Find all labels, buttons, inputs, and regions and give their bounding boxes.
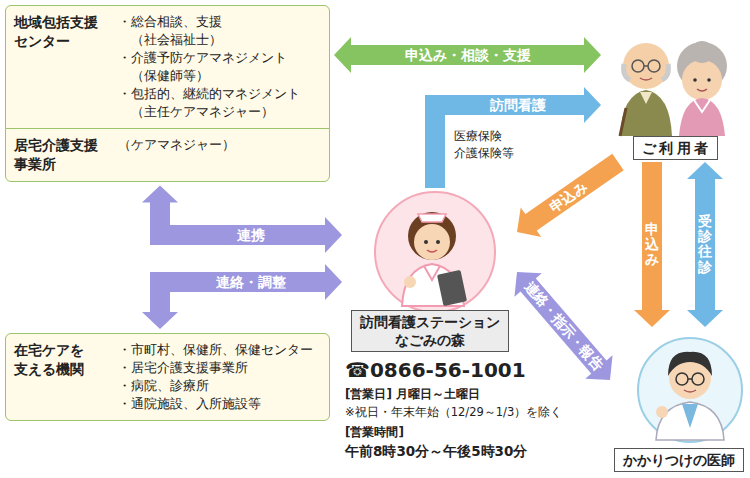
- list-item: ・病院、診療所: [118, 377, 323, 395]
- box-heading: 居宅介護支援事業所: [14, 136, 118, 174]
- arrow-head: [325, 217, 342, 253]
- arrow-head: [584, 87, 601, 123]
- flow-arrow: [687, 162, 723, 327]
- figure-label: かかりつけの医師: [614, 448, 744, 472]
- flow-arrow: [142, 264, 342, 329]
- edge-label: 連絡・調整: [216, 274, 286, 290]
- info-box: 居宅介護支援事業所（ケアマネジャー）: [5, 128, 330, 182]
- arrow-band: [642, 162, 662, 312]
- edge-label: 申込み・相談・支援: [405, 47, 531, 63]
- arrow-head: [325, 264, 342, 300]
- info-box: 地域包括支援センター・総合相談、支援（社会福祉士）・介護予防ケアマネジメント（保…: [5, 5, 330, 129]
- list-item: ・居宅介護支援事業所: [118, 359, 323, 377]
- item-list: （ケアマネジャー）: [118, 136, 323, 174]
- edge-label: 連携: [237, 227, 265, 243]
- list-item: ・介護予防ケアマネジメント（保健師等）: [118, 49, 323, 85]
- figure-node: ご利用者: [605, 12, 745, 160]
- flow-arrow: [514, 272, 612, 380]
- note-text: 午前8時30分～午後5時30分: [345, 443, 527, 461]
- figure-label: 訪問看護ステーションなごみの森: [351, 310, 509, 352]
- elderly-couple: [620, 41, 727, 136]
- figure-node: かかりつけの医師: [612, 330, 745, 472]
- arrow-band: [529, 162, 618, 223]
- arrow-band: [349, 45, 586, 65]
- arrow-head: [142, 186, 178, 203]
- box-heading: 地域包括支援センター: [14, 13, 118, 121]
- edge-label: 連絡・指示・報告: [521, 278, 606, 373]
- item-list: ・総合相談、支援（社会福祉士）・介護予防ケアマネジメント（保健師等）・包括的、継…: [118, 13, 323, 121]
- flow-arrow: [334, 37, 601, 73]
- flow-arrow: [142, 186, 342, 254]
- edge-label: 訪問看護: [490, 97, 546, 113]
- list-item: ・総合相談、支援（社会福祉士）: [118, 13, 323, 49]
- item-list: ・市町村、保健所、保健センター・居宅介護支援事業所・病院、診療所・通院施設、入所…: [118, 341, 323, 413]
- figure-label: ご利用者: [633, 136, 718, 160]
- box-heading: 在宅ケアを支える機関: [14, 341, 118, 413]
- arrow-head: [634, 310, 670, 327]
- arrow-head: [517, 208, 541, 238]
- arrow-head: [334, 37, 351, 73]
- note-text: 医療保険介護保険等: [454, 128, 514, 162]
- note-text: [営業日] 月曜日～土曜日: [345, 386, 480, 403]
- doctor-illustration: [638, 338, 742, 442]
- arrow-band: [435, 105, 586, 188]
- arrow-head: [687, 162, 723, 179]
- note-text: [営業時間]: [345, 424, 404, 441]
- flow-arrow: [517, 162, 618, 237]
- phone-number: ☎0866-56-1001: [345, 358, 526, 382]
- list-item: ・包括的、継続的マネジメント（主任ケアマネジャー）: [118, 85, 323, 121]
- edge-label: 申込み: [645, 221, 659, 267]
- arrow-band: [695, 177, 715, 312]
- arrow-head: [142, 312, 178, 329]
- arrow-head: [687, 310, 723, 327]
- list-item: ・市町村、保健所、保健センター: [118, 341, 323, 359]
- flow-arrow: [435, 87, 601, 188]
- edge-label: 受診・往診: [698, 214, 712, 276]
- arrow-head: [584, 37, 601, 73]
- list-item: ・通院施設、入所施設等: [118, 395, 323, 413]
- nurse-illustration: [375, 192, 495, 312]
- figure-node: 訪問看護ステーションなごみの森: [345, 188, 515, 352]
- list-item: （ケアマネジャー）: [118, 136, 323, 154]
- note-text: ※祝日・年末年始（12/29～1/3）を除く: [345, 405, 562, 420]
- info-box: 在宅ケアを支える機関・市町村、保健所、保健センター・居宅介護支援事業所・病院、診…: [5, 333, 330, 421]
- flow-arrow: [634, 162, 670, 327]
